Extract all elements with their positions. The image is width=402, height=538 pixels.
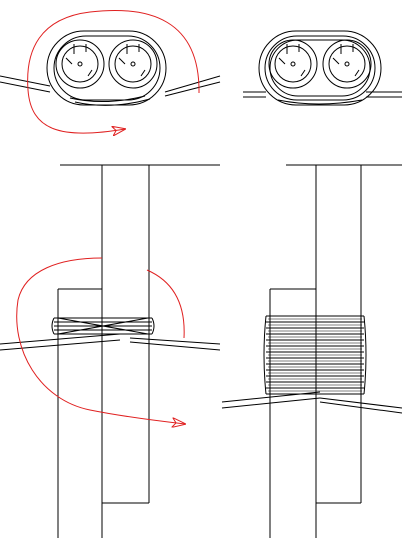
binding-outline bbox=[258, 30, 382, 106]
binding-outline bbox=[46, 30, 167, 106]
pole-cross-section-left bbox=[55, 39, 105, 89]
rope-strand bbox=[221, 391, 402, 414]
lashing-wraps bbox=[51, 317, 155, 335]
pole-cross-section-right bbox=[322, 39, 372, 89]
pole-cross-section-right bbox=[108, 39, 158, 89]
panel-top-view-finished bbox=[243, 30, 402, 106]
wrap-direction-arrow bbox=[27, 9, 200, 133]
rope-strand bbox=[0, 333, 221, 351]
lashing-wraps bbox=[263, 315, 367, 395]
pole-front bbox=[60, 164, 220, 538]
pole-cross-section-left bbox=[268, 39, 318, 89]
panel-side-view-finished bbox=[221, 164, 402, 538]
panel-top-view-start bbox=[0, 9, 221, 133]
wrap-direction-arrow bbox=[16, 257, 185, 424]
pole-back bbox=[269, 288, 316, 538]
panel-side-view-start bbox=[0, 164, 221, 538]
rope-strand bbox=[0, 75, 221, 97]
